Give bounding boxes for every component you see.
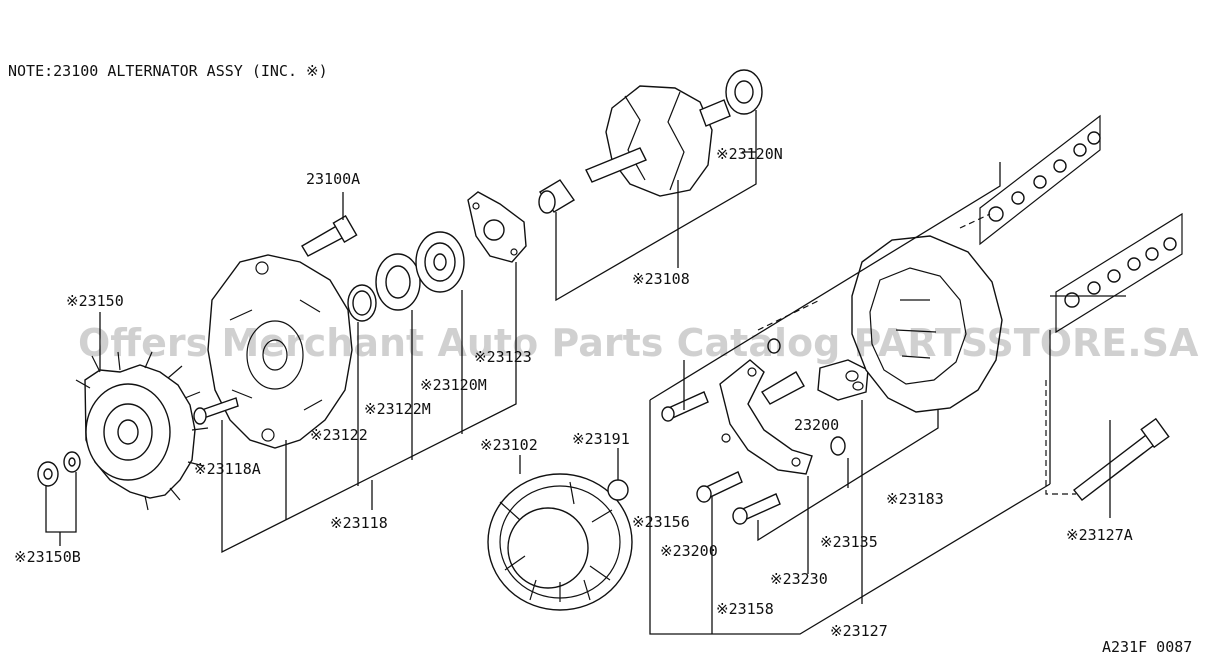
diode-plate-part[interactable] — [719, 359, 813, 475]
rear-cover-part[interactable] — [851, 235, 1003, 413]
retainer-plate-part[interactable] — [375, 253, 421, 311]
label-23135: ※23135 — [820, 533, 878, 551]
hardware-kit-lower-part[interactable] — [1055, 212, 1183, 334]
through-bolt-long-part[interactable] — [1073, 417, 1170, 501]
label-23183: ※23183 — [886, 490, 944, 508]
retainer-ring-part[interactable] — [347, 284, 377, 322]
label-23108: ※23108 — [632, 270, 690, 288]
through-bolt-short-part[interactable] — [193, 397, 239, 425]
rotor-part[interactable] — [585, 85, 731, 197]
label-23150: ※23150 — [66, 292, 124, 310]
small-washer-part[interactable] — [767, 338, 781, 354]
bush-part[interactable] — [830, 436, 846, 456]
brush-holder-part[interactable] — [761, 371, 805, 405]
label-23123: ※23123 — [474, 348, 532, 366]
label-23230: ※23230 — [770, 570, 828, 588]
assembly-note: NOTE:23100 ALTERNATOR ASSY (INC. ※) — [8, 62, 328, 80]
label-23120N: ※23120N — [716, 145, 783, 163]
label-23100A: 23100A — [306, 170, 360, 188]
label-23200-star: ※23200 — [660, 542, 718, 560]
watermark: Offers Merchant Auto Parts Catalog PARTS… — [78, 321, 1199, 365]
label-23191: ※23191 — [572, 430, 630, 448]
fan-pulley-part[interactable] — [75, 351, 209, 511]
label-23102: ※23102 — [480, 436, 538, 454]
rear-bearing-part[interactable] — [725, 69, 763, 115]
leader-lines — [45, 110, 1126, 635]
hardware-kit-upper-part[interactable] — [979, 114, 1101, 246]
label-23118: ※23118 — [330, 514, 388, 532]
insulating-bushing-part[interactable] — [607, 479, 629, 501]
stator-part[interactable] — [487, 473, 633, 611]
label-23122M: ※23122M — [364, 400, 431, 418]
stud-bolt-part[interactable] — [301, 215, 358, 257]
spacer-part[interactable] — [538, 179, 576, 214]
label-23158: ※23158 — [716, 600, 774, 618]
regulator-screw-b-part[interactable] — [732, 493, 781, 525]
regulator-screw-a-part[interactable] — [696, 471, 743, 503]
label-23127A: ※23127A — [1066, 526, 1133, 544]
pulley-nut-part[interactable] — [37, 461, 59, 487]
label-23118A: ※23118A — [194, 460, 261, 478]
label-23150B: ※23150B — [14, 548, 81, 566]
label-23122: ※23122 — [310, 426, 368, 444]
label-23156: ※23156 — [632, 513, 690, 531]
label-23127: ※23127 — [830, 622, 888, 640]
label-23120M: ※23120M — [420, 376, 487, 394]
terminal-bolt-part[interactable] — [661, 391, 709, 422]
spring-washer-part[interactable] — [63, 451, 81, 473]
front-bearing-part[interactable] — [415, 231, 465, 293]
drawing-code: A231F 0087 — [1102, 638, 1192, 656]
label-23200: 23200 — [794, 416, 839, 434]
ic-regulator-part[interactable] — [817, 359, 869, 401]
bearing-cover-plate-part[interactable] — [467, 191, 527, 263]
